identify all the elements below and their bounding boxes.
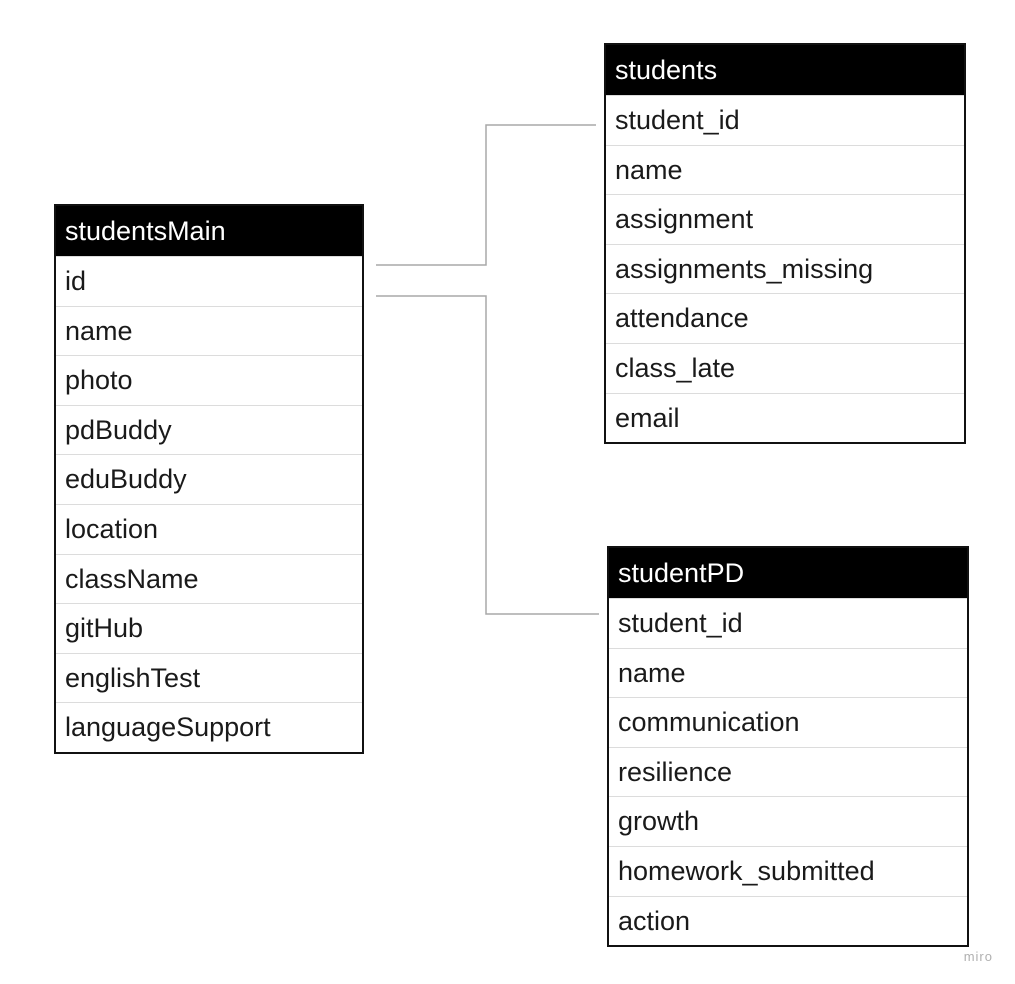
table-field: name <box>606 144 964 195</box>
miro-watermark: miro <box>963 949 993 964</box>
table-field: name <box>56 305 362 356</box>
table-header: studentPD <box>609 548 967 598</box>
table-students[interactable]: students student_id name assignment assi… <box>604 43 966 445</box>
table-field: pdBuddy <box>56 404 362 455</box>
table-field: communication <box>609 697 967 747</box>
table-field: email <box>606 392 964 443</box>
table-field: gitHub <box>56 603 362 653</box>
table-field: action <box>609 895 967 946</box>
table-field: resilience <box>609 746 967 797</box>
table-field: class_late <box>606 342 964 393</box>
table-field: name <box>609 647 967 698</box>
table-field: growth <box>609 796 967 846</box>
table-header: students <box>606 45 964 95</box>
table-field: languageSupport <box>56 702 362 752</box>
connector-main-to-studentpd <box>376 295 599 615</box>
table-header: studentsMain <box>56 206 362 256</box>
table-field: student_id <box>606 95 964 145</box>
table-field: homework_submitted <box>609 845 967 896</box>
table-field: className <box>56 553 362 604</box>
connector-main-to-students <box>376 124 596 266</box>
table-field: assignments_missing <box>606 243 964 294</box>
table-field: assignment <box>606 194 964 244</box>
table-field: student_id <box>609 598 967 648</box>
table-field: photo <box>56 355 362 405</box>
table-field: englishTest <box>56 652 362 703</box>
table-studentsmain[interactable]: studentsMain id name photo pdBuddy eduBu… <box>54 204 364 754</box>
table-field: attendance <box>606 293 964 343</box>
table-field: eduBuddy <box>56 454 362 504</box>
table-field: location <box>56 503 362 554</box>
table-field: id <box>56 256 362 306</box>
table-studentpd[interactable]: studentPD student_id name communication … <box>607 546 969 948</box>
